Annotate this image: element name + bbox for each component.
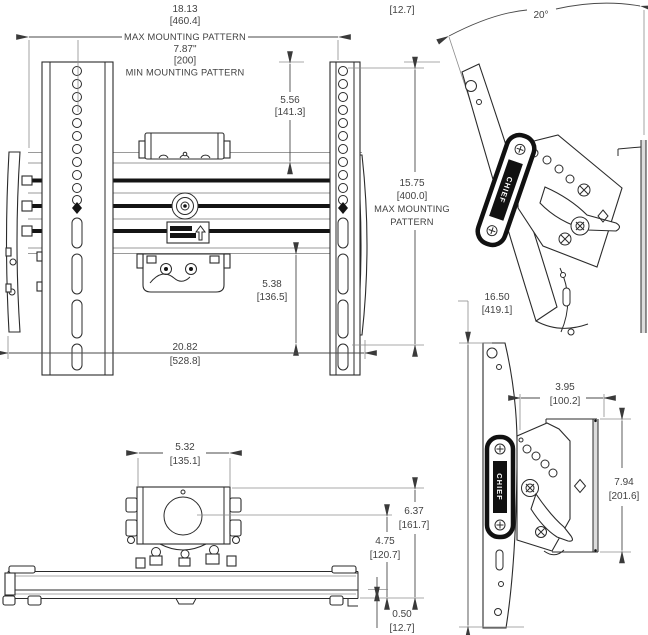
dim-rail-thickness: 0.50 [12.7]	[368, 577, 415, 634]
dim-plate-height: 7.94 [201.6]	[600, 407, 640, 564]
dim-center-height-mm: [120.7]	[370, 550, 401, 561]
dim-upper-offset-mm: [141.3]	[275, 107, 306, 118]
chief-logo-label: CHIEF	[484, 434, 516, 540]
dim-tilt-angle-value: 20°	[533, 10, 548, 21]
dim-rail-thickness-in: 0.50	[392, 609, 412, 620]
screw-icon	[494, 443, 506, 455]
tilt-lever-handle	[539, 186, 621, 232]
dim-max-mounting-height: 15.75 [400.0] MAX MOUNTING PATTERN	[348, 56, 450, 357]
up-arrow-icon	[195, 225, 206, 241]
screw-icon	[486, 225, 498, 237]
dim-total-width: 20.82 [528.8]	[0, 336, 377, 367]
dim-min-width-in: 7.87"	[173, 44, 196, 55]
front-left-vesa-bracket	[36, 61, 114, 376]
dim-center-height-in: 4.75	[375, 536, 395, 547]
dim-max-width-mm: [460.4]	[170, 16, 201, 27]
bottom-rail-left-endcap	[2, 565, 42, 606]
dim-upper-offset-in: 5.56	[280, 95, 300, 106]
dim-total-height-in: 6.37	[404, 506, 424, 517]
bottom-rail-right-endcap	[329, 565, 358, 607]
dim-lower-offset-mm: [136.5]	[257, 292, 288, 303]
dim-total-height: 6.37 [161.7]	[232, 477, 430, 610]
front-lower-mechanism	[136, 253, 231, 293]
dim-max-height-note2: PATTERN	[390, 217, 433, 227]
dim-depth: 3.95 [100.2]	[508, 382, 616, 430]
dim-plate-height-mm: [201.6]	[609, 491, 640, 502]
dim-total-height-mm: [161.7]	[399, 520, 430, 531]
dim-min-mounting-width: 7.87" [200] MIN MOUNTING PATTERN	[126, 44, 245, 78]
dim-offset-mm: [12.7]	[389, 5, 414, 16]
column-opening	[163, 496, 203, 536]
diamond-marker	[597, 209, 609, 223]
tilt-lever-handle	[530, 492, 573, 542]
front-top-adapter-box	[138, 132, 231, 160]
chief-brand-text: CHIEF	[495, 473, 504, 501]
dim-rail-thickness-mm: [12.7]	[389, 623, 414, 634]
dim-max-mounting-width: 18.13 [460.4] MAX MOUNTING PATTERN	[16, 4, 351, 148]
dim-depth-in: 3.95	[555, 382, 575, 393]
dim-offset-tilted: [12.7]	[389, 5, 414, 16]
tilt-knob-icon	[171, 192, 199, 220]
front-right-vesa-bracket	[329, 61, 361, 376]
dim-side-height-in: 16.50	[484, 292, 509, 303]
chief-logo-label: CHIEF	[475, 132, 537, 248]
lever-pivot-icon	[521, 479, 539, 497]
dim-min-width-note: MIN MOUNTING PATTERN	[126, 68, 245, 78]
dim-side-height: 16.50 [419.1]	[458, 292, 524, 635]
dim-upper-offset: 5.56 [141.3]	[275, 51, 306, 175]
dim-box-width: 5.32 [135.1]	[126, 442, 242, 487]
dim-box-width-mm: [135.1]	[170, 456, 201, 467]
dim-max-height-mm: [400.0]	[397, 191, 428, 202]
tilted-wall-plate	[617, 140, 647, 333]
bottom-view: 5.32 [135.1] 6.37 [161.7] 4.75 [120.7]	[2, 442, 430, 634]
dim-box-width-in: 5.32	[175, 442, 195, 453]
side-tilt-plate	[516, 422, 587, 556]
front-left-interface-strip	[5, 151, 21, 333]
product-label	[166, 221, 210, 244]
tilted-tilt-plate	[517, 134, 623, 336]
dim-max-width-in: 18.13	[172, 4, 197, 15]
tilted-side-view: [12.7] 20°	[389, 2, 648, 336]
dim-total-width-mm: [528.8]	[170, 356, 201, 367]
bottom-rail	[2, 565, 359, 607]
dim-total-width-in: 20.82	[172, 342, 197, 353]
dim-depth-mm: [100.2]	[550, 396, 581, 407]
screw-icon	[494, 519, 506, 531]
lever-pivot-icon	[570, 216, 590, 236]
screw-icon	[535, 526, 547, 538]
dim-min-width-mm: [200]	[174, 56, 196, 67]
dim-lower-offset: 5.38 [136.5]	[257, 242, 299, 356]
dim-max-height-note1: MAX MOUNTING	[374, 204, 450, 214]
diamond-marker	[573, 478, 587, 494]
dim-plate-height-in: 7.94	[614, 477, 634, 488]
dim-side-height-mm: [419.1]	[482, 305, 513, 316]
bottom-clamp-bolts	[135, 545, 237, 569]
bottom-adapter-box	[125, 486, 242, 569]
screw-icon	[514, 143, 526, 155]
dim-center-height: 4.75 [120.7]	[197, 504, 401, 610]
front-view: 18.13 [460.4] MAX MOUNTING PATTERN 7.87"…	[0, 4, 450, 376]
left-center-diamond-marker	[72, 202, 82, 214]
dim-max-width-note: MAX MOUNTING PATTERN	[124, 32, 246, 42]
screw-icon	[577, 183, 591, 197]
dim-lower-offset-in: 5.38	[262, 279, 282, 290]
right-center-diamond-marker	[338, 202, 348, 214]
dim-max-height-in: 15.75	[399, 178, 424, 189]
screw-icon	[558, 232, 572, 246]
side-view: CHIEF 16.50 [419.1] 3.95 [100.2]	[458, 292, 640, 635]
